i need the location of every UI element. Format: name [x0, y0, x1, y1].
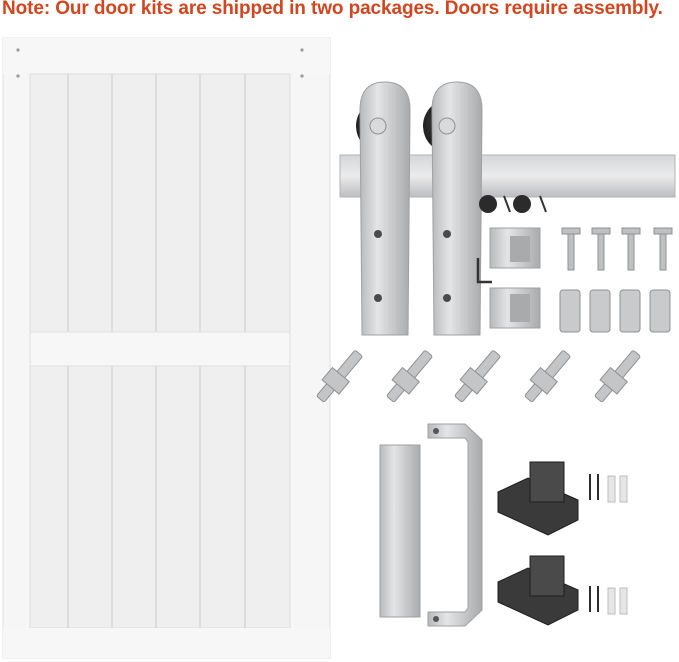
upper-panel-grooves	[67, 74, 246, 332]
floor-guide-screws	[589, 474, 599, 612]
lag-bolt-spacers	[316, 350, 641, 403]
floor-guide-bottom	[497, 555, 579, 626]
door-handle	[379, 423, 483, 627]
door-top-rail	[3, 38, 330, 74]
lower-panel-grooves	[67, 366, 246, 628]
spacer-nuts	[559, 289, 671, 333]
roller-axle-right	[438, 117, 456, 135]
allen-wrench	[476, 258, 492, 284]
door-screw-holes	[16, 48, 304, 78]
assembly-note: Note: Our door kits are shipped in two p…	[2, 0, 663, 19]
hanger-right	[423, 81, 483, 336]
roller-axle-left	[369, 117, 387, 135]
hanger-left	[356, 81, 411, 336]
barn-door	[2, 37, 331, 659]
stopper-brackets	[476, 227, 541, 329]
floor-guide-top	[497, 461, 579, 536]
door-lower-panel	[29, 365, 291, 629]
wall-anchors	[607, 475, 628, 615]
door-bottom-rail	[3, 628, 330, 658]
rail-end-caps	[479, 195, 547, 213]
hanger-bolts	[561, 227, 673, 271]
door-middle-rail	[29, 331, 291, 367]
door-upper-panel	[29, 73, 291, 333]
